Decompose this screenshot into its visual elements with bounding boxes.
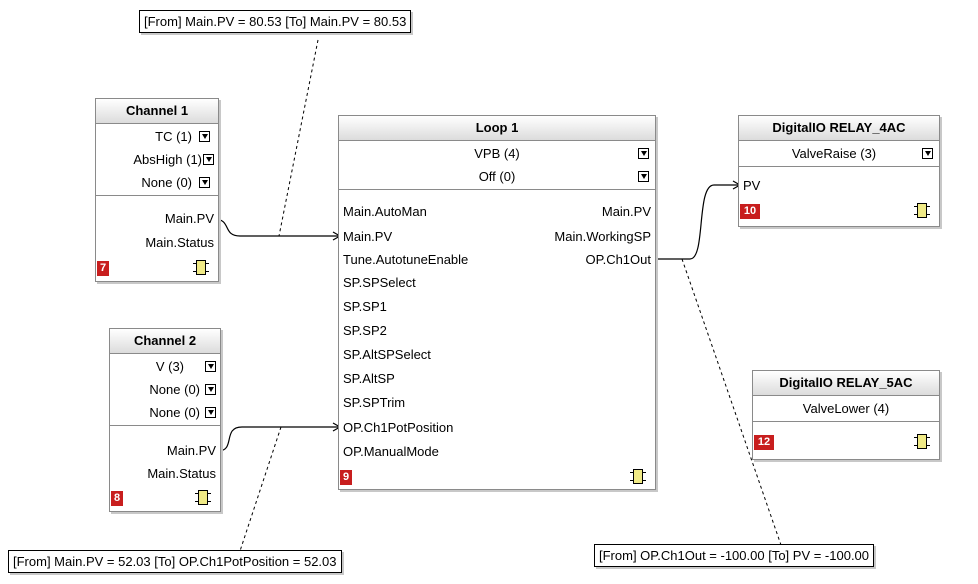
- loop1-input-sptrim[interactable]: SP.SPTrim: [343, 395, 406, 410]
- channel2-params: V (3) None (0) None (0): [110, 354, 220, 426]
- function-block-chip-icon[interactable]: [914, 434, 930, 449]
- loop1-title: Loop 1: [339, 116, 655, 141]
- note-leader-bottom-left: [239, 426, 282, 552]
- relay4-param-type-value: ValveRaise (3): [791, 146, 877, 161]
- note-leader-top: [278, 39, 319, 237]
- channel2-param-alarm2[interactable]: None (0): [110, 401, 220, 424]
- channel2-block-number: 8: [111, 491, 123, 506]
- channel1-param-type[interactable]: TC (1): [96, 125, 218, 148]
- relay5-params: ValveLower (4): [753, 396, 939, 422]
- relay4-input-pv[interactable]: PV: [743, 178, 761, 193]
- relay4-title: DigitalIO RELAY_4AC: [739, 116, 939, 141]
- dropdown-arrow-icon[interactable]: [922, 148, 933, 159]
- wire-ch2-to-loop1: [217, 426, 340, 452]
- channel1-block-number: 7: [97, 261, 109, 276]
- loop1-input-sp1[interactable]: SP.SP1: [343, 299, 387, 314]
- function-block-chip-icon[interactable]: [193, 260, 209, 275]
- relay5-block[interactable]: DigitalIO RELAY_5AC ValveLower (4) 12: [752, 370, 940, 460]
- loop1-output-ch1out[interactable]: OP.Ch1Out: [585, 252, 651, 267]
- channel1-param-alarm-value: AbsHigh (1): [133, 152, 202, 167]
- relay5-param-type-value: ValveLower (4): [802, 401, 890, 416]
- channel2-param-type-value: V (3): [155, 359, 184, 374]
- relay4-param-type[interactable]: ValveRaise (3): [739, 142, 939, 165]
- dropdown-arrow-icon[interactable]: [203, 154, 214, 165]
- relay4-block-number: 10: [740, 204, 760, 219]
- channel2-output-pv[interactable]: Main.PV: [166, 443, 216, 458]
- dropdown-arrow-icon[interactable]: [205, 361, 216, 372]
- loop1-input-automan[interactable]: Main.AutoMan: [343, 204, 427, 219]
- relay5-block-number: 12: [754, 435, 774, 450]
- channel1-param-type-value: TC (1): [155, 129, 192, 144]
- channel2-param-alarm-value: None (0): [149, 382, 200, 397]
- loop1-block-number: 9: [340, 470, 352, 485]
- dropdown-arrow-icon[interactable]: [205, 407, 216, 418]
- loop1-params: VPB (4) Off (0): [339, 141, 655, 190]
- annotation-bottom-left[interactable]: [From] Main.PV = 52.03 [To] OP.Ch1PotPos…: [8, 550, 342, 573]
- channel2-block[interactable]: Channel 2 V (3) None (0) None (0) Main.P…: [109, 328, 221, 512]
- channel1-title: Channel 1: [96, 99, 218, 124]
- loop1-input-autotune[interactable]: Tune.AutotuneEnable: [343, 252, 469, 267]
- function-block-chip-icon[interactable]: [914, 203, 930, 218]
- loop1-input-sp2[interactable]: SP.SP2: [343, 323, 387, 338]
- channel1-param-alarm2-value: None (0): [141, 175, 192, 190]
- channel1-params: TC (1) AbsHigh (1) None (0): [96, 124, 218, 196]
- annotation-top[interactable]: [From] Main.PV = 80.53 [To] Main.PV = 80…: [139, 10, 412, 33]
- loop1-input-altsp[interactable]: SP.AltSP: [343, 371, 395, 386]
- loop1-param-autotune-value: Off (0): [478, 169, 516, 184]
- channel1-param-alarm[interactable]: AbsHigh (1): [96, 148, 218, 171]
- channel2-param-alarm[interactable]: None (0): [110, 378, 220, 401]
- wire-ch1-to-loop1: [213, 218, 340, 237]
- dropdown-arrow-icon[interactable]: [199, 131, 210, 142]
- loop1-param-autotune[interactable]: Off (0): [339, 165, 655, 188]
- channel1-block[interactable]: Channel 1 TC (1) AbsHigh (1) None (0) Ma…: [95, 98, 219, 282]
- channel1-output-pv[interactable]: Main.PV: [164, 211, 214, 226]
- loop1-input-spselect[interactable]: SP.SPSelect: [343, 275, 416, 290]
- dropdown-arrow-icon[interactable]: [638, 171, 649, 182]
- loop1-param-type-value: VPB (4): [474, 146, 520, 161]
- loop1-block[interactable]: Loop 1 VPB (4) Off (0) Main.AutoMan Main…: [338, 115, 656, 490]
- relay4-params: ValveRaise (3): [739, 141, 939, 167]
- channel1-param-alarm2[interactable]: None (0): [96, 171, 218, 194]
- function-block-chip-icon[interactable]: [195, 490, 211, 505]
- relay5-title: DigitalIO RELAY_5AC: [753, 371, 939, 396]
- relay5-param-type[interactable]: ValveLower (4): [753, 397, 939, 420]
- function-block-chip-icon[interactable]: [630, 469, 646, 484]
- loop1-output-workingsp[interactable]: Main.WorkingSP: [554, 229, 651, 244]
- channel2-output-status[interactable]: Main.Status: [147, 466, 216, 481]
- channel2-param-type[interactable]: V (3): [110, 355, 220, 378]
- loop1-input-altspselect[interactable]: SP.AltSPSelect: [343, 347, 431, 362]
- dropdown-arrow-icon[interactable]: [638, 148, 649, 159]
- loop1-input-potposition[interactable]: OP.Ch1PotPosition: [343, 420, 454, 435]
- dropdown-arrow-icon[interactable]: [205, 384, 216, 395]
- channel1-output-status[interactable]: Main.Status: [145, 235, 214, 250]
- annotation-bottom-right[interactable]: [From] OP.Ch1Out = -100.00 [To] PV = -10…: [594, 544, 875, 567]
- channel2-title: Channel 2: [110, 329, 220, 354]
- loop1-input-pv[interactable]: Main.PV: [343, 229, 393, 244]
- note-leader-bottom-right: [681, 258, 782, 546]
- loop1-param-type[interactable]: VPB (4): [339, 142, 655, 165]
- channel2-param-alarm2-value: None (0): [149, 405, 200, 420]
- relay4-block[interactable]: DigitalIO RELAY_4AC ValveRaise (3) PV 10: [738, 115, 940, 227]
- loop1-input-manualmode[interactable]: OP.ManualMode: [343, 444, 439, 459]
- loop1-output-pv[interactable]: Main.PV: [601, 204, 651, 219]
- dropdown-arrow-icon[interactable]: [199, 177, 210, 188]
- wire-loop1-to-relay4: [656, 184, 740, 260]
